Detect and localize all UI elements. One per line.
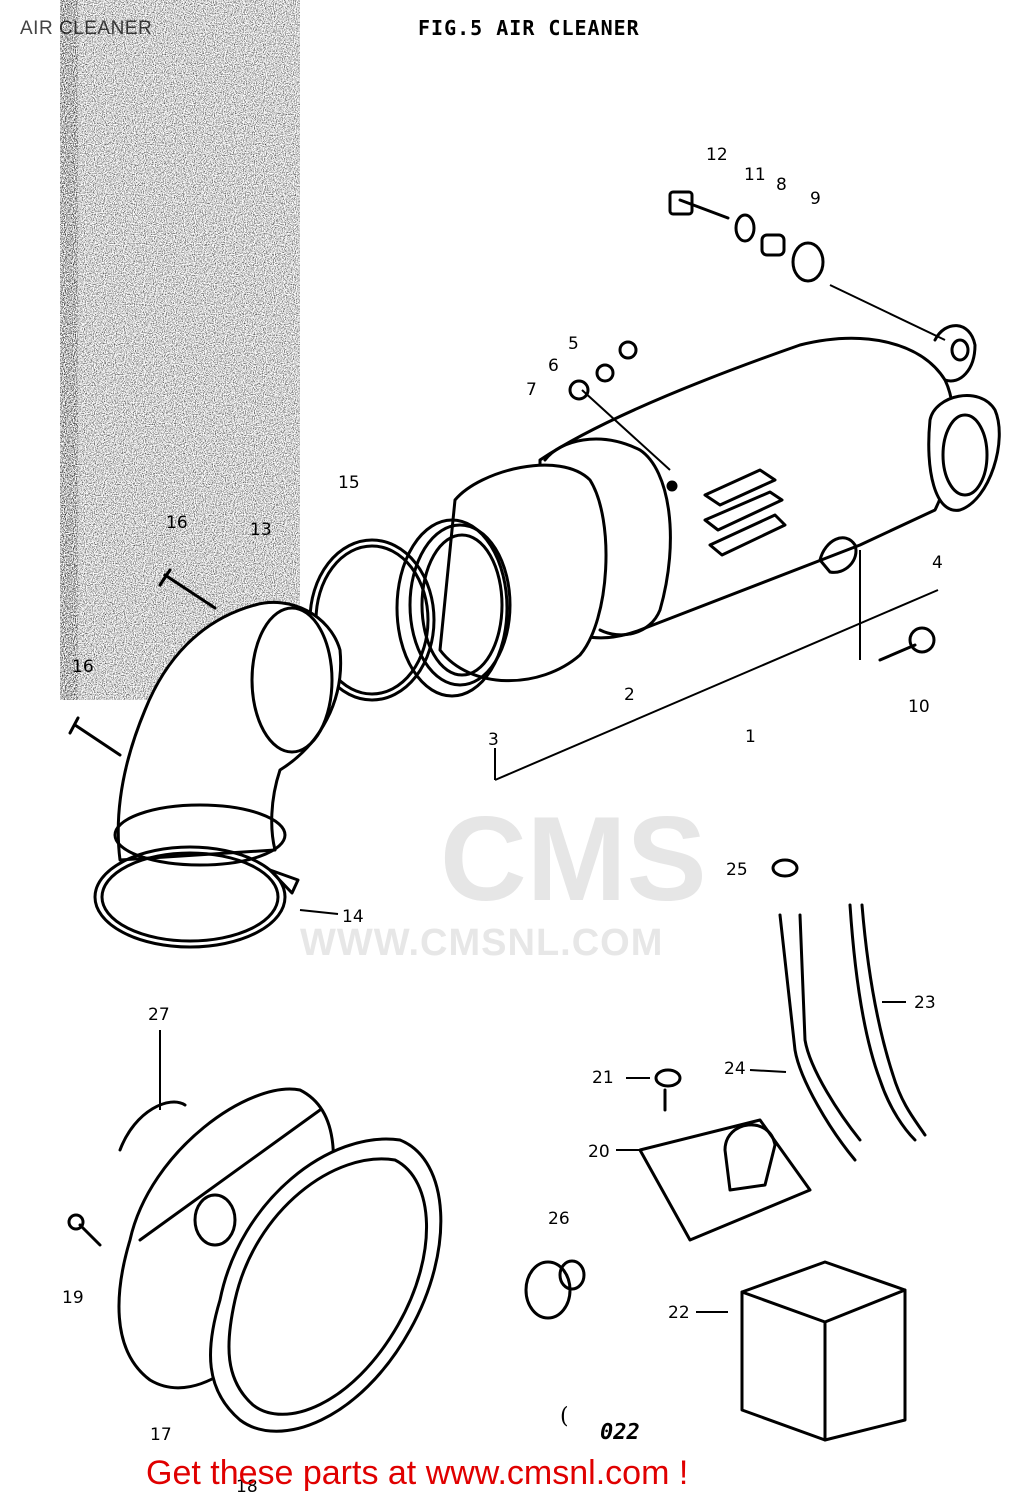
callout-25: 25: [726, 860, 748, 880]
callout-27: 27: [148, 1005, 170, 1025]
screw-5: [618, 340, 638, 360]
scan-noise: [60, 0, 300, 700]
hose-24: [778, 913, 862, 1162]
elbow-duct: [113, 600, 343, 867]
element: [408, 463, 608, 687]
nut-7: [568, 379, 590, 401]
clamp-ring: [93, 845, 300, 949]
washer-6: [595, 363, 615, 383]
callout-2: 2: [624, 685, 635, 705]
watermark-url: WWW.CMSNL.COM: [300, 922, 664, 964]
callout-21: 21: [592, 1068, 614, 1088]
callout-10: 10: [908, 697, 930, 717]
callout-9: 9: [810, 189, 821, 209]
plate-18: [209, 1137, 443, 1433]
leader-lines: [159, 284, 946, 1313]
callouts: 1 2 3 4 5 6 7 8 9 10 11 12 13 14 15 16 1…: [62, 145, 943, 1497]
callout-13: 13: [250, 520, 272, 540]
callout-24: 24: [724, 1059, 746, 1079]
callout-1: 1: [745, 727, 756, 747]
callout-12: 12: [706, 145, 728, 165]
callout-22: 22: [668, 1303, 690, 1323]
bolt-10: [878, 626, 936, 662]
callout-15: 15: [338, 473, 360, 493]
bolt-12: [668, 190, 730, 220]
pad-22: [740, 1260, 907, 1442]
screw-19: [67, 1213, 102, 1247]
callout-20: 20: [588, 1142, 610, 1162]
grommet-9: [791, 241, 825, 283]
reference-mark: (: [560, 1404, 569, 1429]
screw-16b: [68, 716, 122, 757]
callout-6: 6: [548, 356, 559, 376]
callout-26: 26: [548, 1209, 570, 1229]
callout-11: 11: [744, 165, 766, 185]
promo-link[interactable]: Get these parts at www.cmsnl.com !: [146, 1454, 689, 1492]
gasket: [395, 518, 509, 698]
watermark-logo: CMS: [440, 792, 707, 926]
screw-16a: [158, 568, 217, 610]
callout-17: 17: [150, 1425, 172, 1445]
drain-20: [638, 1118, 812, 1242]
callout-16-lower: 16: [72, 657, 94, 677]
callout-4: 4: [932, 553, 943, 573]
hose-23: [848, 903, 927, 1142]
air-cleaner-case: [538, 324, 977, 640]
cap-27: [118, 1100, 187, 1152]
cap: [927, 394, 1001, 512]
callout-19: 19: [62, 1288, 84, 1308]
plug-26: [524, 1259, 586, 1320]
screw-21: [654, 1068, 682, 1112]
callout-18: 18: [236, 1477, 258, 1497]
callout-16-upper: 16: [166, 513, 188, 533]
clip-25: [771, 858, 799, 878]
washer-11: [734, 213, 756, 243]
callout-5: 5: [568, 334, 579, 354]
callout-7: 7: [526, 380, 537, 400]
reference-code: 022: [600, 1420, 640, 1445]
callout-8: 8: [776, 175, 787, 195]
spacer-8: [760, 233, 786, 257]
callout-3: 3: [488, 730, 499, 750]
callout-23: 23: [914, 993, 936, 1013]
callout-14: 14: [342, 907, 364, 927]
figure-title: FIG.5 AIR CLEANER: [418, 16, 640, 40]
